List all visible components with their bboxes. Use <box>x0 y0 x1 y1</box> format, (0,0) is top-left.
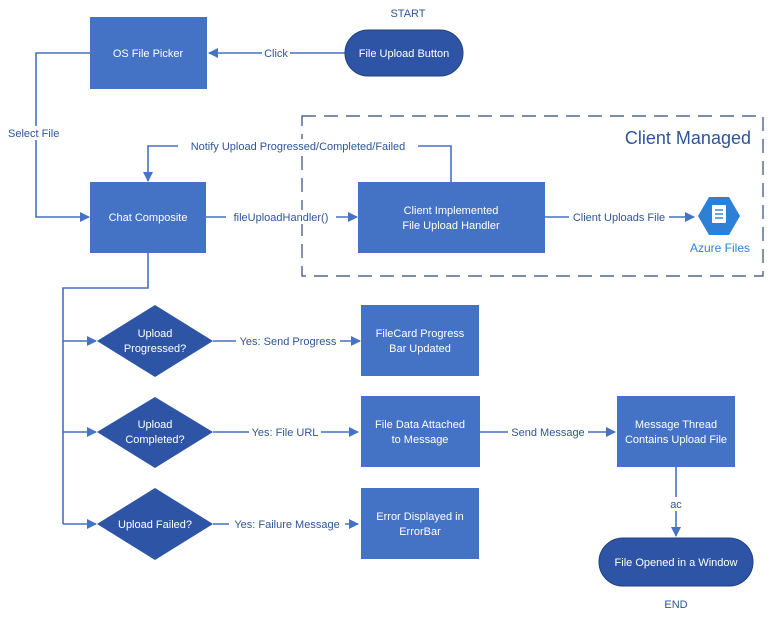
node-upload-failed: Upload Failed? <box>97 488 213 560</box>
svg-text:Contains Upload File: Contains Upload File <box>625 434 727 446</box>
svg-text:Progressed?: Progressed? <box>124 343 186 355</box>
edge-label-click: Click <box>264 48 288 60</box>
azure-files-label: Azure Files <box>690 241 750 255</box>
node-error-displayed: Error Displayed in ErrorBar <box>361 488 479 559</box>
svg-text:Message Thread: Message Thread <box>635 419 717 431</box>
svg-text:File Opened in a Window: File Opened in a Window <box>615 557 738 569</box>
edge-label-handler-call: fileUploadHandler() <box>234 212 329 224</box>
edge-label-client-uploads: Client Uploads File <box>573 212 665 224</box>
svg-text:to Message: to Message <box>392 434 449 446</box>
node-upload-completed: Upload Completed? <box>97 397 213 468</box>
end-label: END <box>664 599 687 611</box>
node-os-file-picker: OS File Picker <box>90 17 207 89</box>
node-chat-composite: Chat Composite <box>90 182 206 253</box>
edge-label-notify: Notify Upload Progressed/Completed/Faile… <box>191 141 406 153</box>
svg-text:ErrorBar: ErrorBar <box>399 526 441 538</box>
client-managed-region <box>301 115 764 277</box>
edge-label-select-file: Select File <box>8 128 59 140</box>
node-file-upload-handler: Client Implemented File Upload Handler <box>358 182 545 253</box>
svg-text:Client Implemented: Client Implemented <box>404 205 499 217</box>
node-file-upload-button: File Upload Button <box>344 29 464 77</box>
node-file-opened: File Opened in a Window <box>598 537 754 587</box>
edge-label-ac: ac <box>670 499 682 511</box>
edge-label-send-message: Send Message <box>511 427 584 439</box>
svg-text:Completed?: Completed? <box>125 434 184 446</box>
svg-text:Error Displayed in: Error Displayed in <box>376 511 463 523</box>
svg-text:FileCard Progress: FileCard Progress <box>376 328 465 340</box>
svg-text:Bar Updated: Bar Updated <box>389 343 451 355</box>
start-label: START <box>390 8 425 20</box>
node-file-data-attached: File Data Attached to Message <box>361 396 480 467</box>
svg-text:Upload Failed?: Upload Failed? <box>118 519 192 531</box>
svg-text:File Upload Handler: File Upload Handler <box>402 220 500 232</box>
edge-label-send-progress: Yes: Send Progress <box>240 336 337 348</box>
client-managed-title: Client Managed <box>625 128 751 148</box>
edge-trunk <box>62 253 149 524</box>
svg-text:Upload: Upload <box>138 328 173 340</box>
node-filecard-progress: FileCard Progress Bar Updated <box>361 305 479 376</box>
svg-text:File Data Attached: File Data Attached <box>375 419 465 431</box>
svg-text:Upload: Upload <box>138 419 173 431</box>
svg-text:File Upload Button: File Upload Button <box>359 48 450 60</box>
edge-label-file-url: Yes: File URL <box>252 427 319 439</box>
node-message-thread: Message Thread Contains Upload File <box>617 396 735 467</box>
node-upload-progressed: Upload Progressed? <box>97 305 213 377</box>
svg-text:Chat Composite: Chat Composite <box>109 212 188 224</box>
node-azure-files: Azure Files <box>690 197 750 255</box>
edge-label-failure: Yes: Failure Message <box>234 519 339 531</box>
svg-text:OS File Picker: OS File Picker <box>113 48 184 60</box>
